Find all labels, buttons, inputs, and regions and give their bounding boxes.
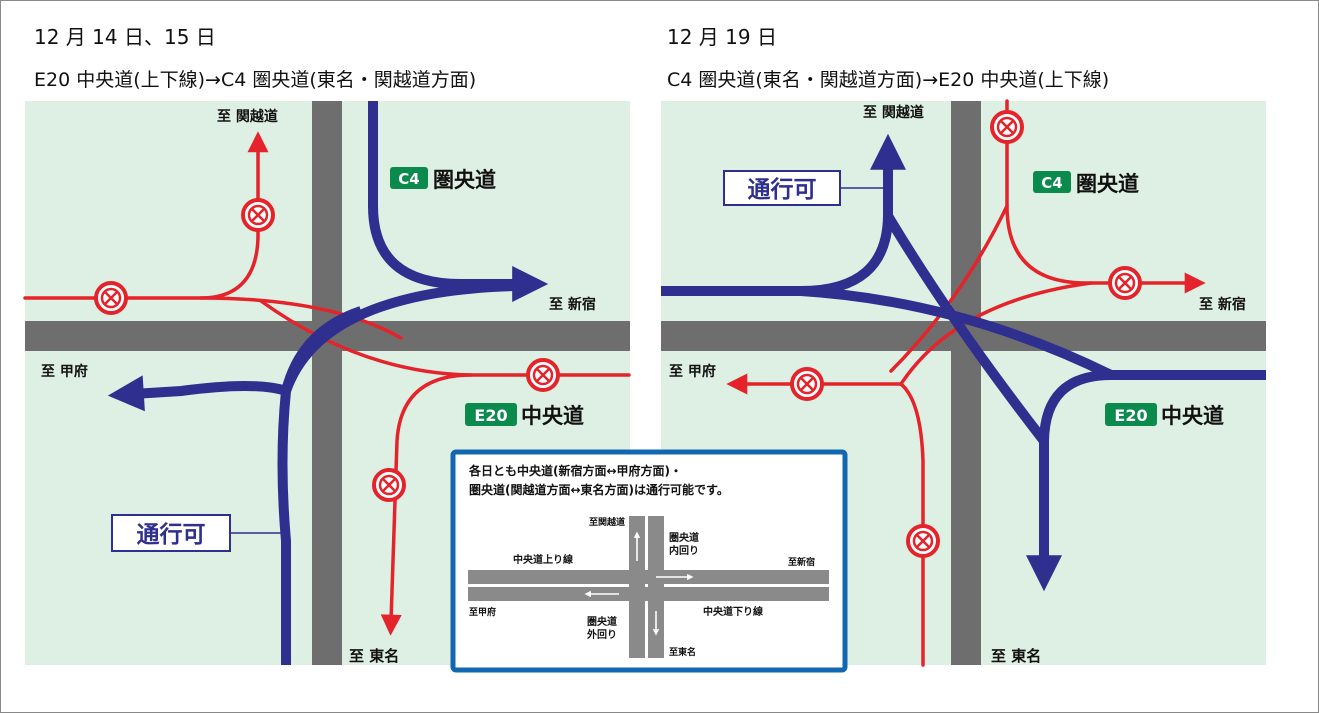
left-c4-name: 圏央道	[433, 168, 496, 192]
right-label-to-tomei: 至 東名	[991, 647, 1041, 665]
right-open-diagonal-b	[883, 213, 1048, 445]
note-label-inner-1: 圏央道	[669, 531, 699, 544]
left-kenou-road	[312, 101, 342, 665]
left-passable-label: 通行可	[137, 521, 206, 548]
note-road-outer	[648, 516, 664, 658]
note-label-to-kofu: 至甲府	[469, 606, 496, 618]
note-label-outer-1: 圏央道	[587, 615, 617, 628]
right-closed-curve	[889, 204, 1009, 373]
right-label-to-shinjuku: 至 新宿	[1199, 296, 1246, 313]
left-no-entry-icon-1	[94, 281, 128, 315]
right-closed-route-south	[899, 382, 925, 667]
left-date: 12 月 14 日、15 日	[34, 25, 216, 49]
left-closed-connector-b	[259, 299, 473, 377]
right-no-entry-icon-4	[906, 524, 940, 558]
left-e20-badge	[465, 403, 517, 426]
right-passable-label: 通行可	[748, 176, 817, 203]
right-e20-badge-text: E20	[1114, 406, 1147, 425]
left-e20-name: 中央道	[521, 404, 584, 428]
left-no-entry-icon-4	[372, 468, 406, 502]
left-no-entry-icon-2	[241, 198, 275, 232]
left-open-route-south	[277, 390, 291, 665]
right-c4-name: 圏央道	[1076, 172, 1139, 196]
right-c4-badge	[1033, 171, 1071, 193]
note-box: 各日とも中央道(新宿方面↔甲府方面)・ 圏央道(関越道方面↔東名方面)は通行可能…	[450, 449, 848, 673]
right-label-to-kanetsu: 至 関越道	[863, 104, 924, 121]
right-date: 12 月 19 日	[667, 25, 777, 49]
left-e20-badge-text: E20	[474, 406, 507, 425]
note-label-chuo-up: 中央道上り線	[513, 553, 573, 566]
note-label-to-shinjuku: 至新宿	[788, 556, 815, 568]
left-c4-badge-text: C4	[398, 170, 419, 188]
left-label-to-kanetsu: 至 関越道	[217, 108, 278, 125]
left-open-curve	[281, 306, 363, 393]
note-label-outer-2: 外回り	[586, 628, 617, 641]
right-no-entry-icon-1	[990, 110, 1024, 144]
note-line-2: 圏央道(関越道方面↔東名方面)は通行可能です。	[469, 482, 729, 497]
right-c4-badge-text: C4	[1041, 174, 1062, 192]
note-label-to-tomei: 至東名	[669, 646, 696, 658]
right-e20-name: 中央道	[1161, 404, 1224, 428]
left-route: E20 中央道(上下線)→C4 圏央道(東名・関越道方面)	[34, 69, 477, 91]
left-closed-connector-a	[199, 296, 403, 340]
note-label-chuo-down: 中央道下り線	[703, 605, 763, 618]
right-no-entry-icon-3	[790, 367, 824, 401]
right-kenou-road	[951, 101, 981, 665]
right-label-to-kofu: 至 甲府	[669, 363, 716, 380]
right-route: C4 圏央道(東名・関越道方面)→E20 中央道(上下線)	[667, 69, 1110, 91]
note-label-to-kanetsu: 至関越道	[589, 516, 625, 528]
left-no-entry-icon-3	[526, 358, 560, 392]
note-line-1: 各日とも中央道(新宿方面↔甲府方面)・	[468, 463, 682, 478]
left-label-to-kofu: 至 甲府	[41, 363, 88, 380]
right-no-entry-icon-2	[1108, 266, 1142, 300]
right-closed-route-from-kanetsu	[1005, 99, 1206, 294]
left-open-route-to-shinjuku	[368, 101, 549, 302]
right-e20-badge	[1105, 403, 1157, 426]
left-passable-box	[111, 514, 231, 552]
right-passable-box	[723, 170, 841, 206]
note-label-inner-2: 内回り	[669, 544, 699, 557]
left-c4-badge	[390, 167, 428, 189]
note-road-inner	[629, 516, 645, 658]
left-label-to-shinjuku: 至 新宿	[549, 296, 596, 313]
left-label-to-tomei: 至 東名	[349, 647, 399, 665]
